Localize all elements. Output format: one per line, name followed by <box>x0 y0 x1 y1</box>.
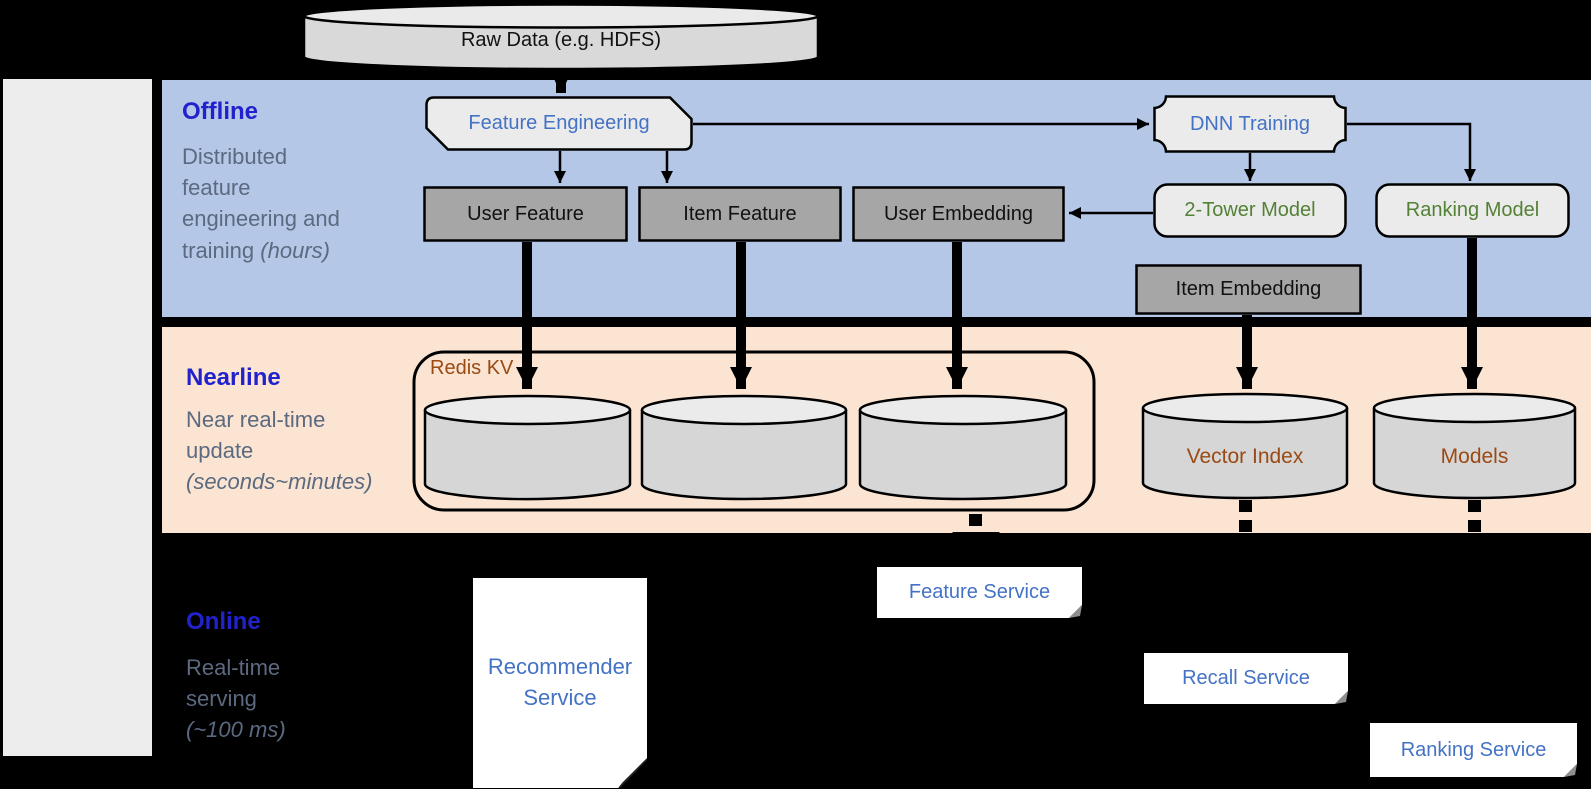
dnn-training-label: DNN Training <box>1189 112 1311 135</box>
bigdl-sidebar <box>3 79 152 756</box>
recall-service-label: Recall Service <box>1182 667 1310 689</box>
cylinder-shape <box>302 3 820 70</box>
cylinder-shape <box>640 394 848 501</box>
models-label: Models <box>1440 445 1509 468</box>
ranking-service-node: Ranking Service <box>1370 723 1577 777</box>
plaque-shape <box>1153 95 1347 153</box>
feature-engineering-node: Feature Engineering <box>425 96 693 151</box>
feature-service-node: Feature Service <box>877 567 1082 618</box>
nearline-subtitle-text: Near real-time update <box>186 407 326 464</box>
offline-subtitle-italic: (hours) <box>260 237 330 263</box>
vector-index-store: Vector Index <box>1141 392 1349 500</box>
online-subtitle-text: Real-time serving <box>186 655 281 712</box>
user-embedding-label: User Embedding <box>884 202 1033 225</box>
two-tower-model-node: 2-Tower Model <box>1153 183 1347 238</box>
feature-engineering-label: Feature Engineering <box>468 112 650 134</box>
raw-data-store: Raw Data (e.g. HDFS) <box>302 3 820 70</box>
user-feature-node: User Feature <box>423 186 628 242</box>
raw-data-label: Raw Data (e.g. HDFS) <box>460 29 662 51</box>
nearline-section-title: Nearline <box>186 364 281 391</box>
user-feature-label: User Feature <box>467 202 584 225</box>
offline-section-title: Offline <box>182 98 258 125</box>
cylinder-shape <box>423 394 632 501</box>
models-store: Models <box>1372 392 1577 500</box>
cylinder-shape <box>1141 392 1349 500</box>
cylinder-shape <box>858 394 1068 501</box>
redis-kv-container <box>412 350 1096 512</box>
rounded-box-shape <box>1153 183 1347 238</box>
item-embedding-node: Item Embedding <box>1135 264 1362 315</box>
box-shape <box>423 186 628 242</box>
cylinder-shape <box>1372 392 1577 500</box>
online-section-subtitle: Real-time serving (~100 ms) <box>186 652 312 746</box>
box-shape <box>1135 264 1362 315</box>
rounded-container-shape <box>412 350 1096 512</box>
redis-shard-cylinder-2 <box>640 394 848 501</box>
feature-service-label: Feature Service <box>908 581 1051 603</box>
redis-kv-label: Redis KV <box>430 357 514 379</box>
ranking-model-node: Ranking Model <box>1375 183 1570 238</box>
redis-shard-cylinder-1 <box>423 394 632 501</box>
folded-card-shape <box>877 567 1082 618</box>
recommender-service-label: Recommender Service <box>487 654 633 710</box>
box-shape <box>852 186 1065 242</box>
item-embedding-label: Item Embedding <box>1175 278 1322 300</box>
item-feature-label: Item Feature <box>683 202 797 225</box>
ranking-service-label: Ranking Service <box>1400 738 1547 761</box>
rounded-box-shape <box>1375 183 1570 238</box>
nearline-subtitle-italic: (seconds~minutes) <box>186 469 373 495</box>
dnn-training-node: DNN Training <box>1153 95 1347 153</box>
recommender-service-node: Recommender Service <box>473 578 647 788</box>
user-embedding-node: User Embedding <box>852 186 1065 242</box>
ranking-model-label: Ranking Model <box>1405 199 1540 221</box>
card-shape <box>425 96 693 151</box>
box-shape <box>638 186 842 242</box>
folded-card-shape <box>1144 653 1348 704</box>
recall-service-node: Recall Service <box>1144 653 1348 704</box>
offline-subtitle-text: Distributed feature engineering and trai… <box>182 144 340 263</box>
offline-section-subtitle: Distributed feature engineering and trai… <box>182 141 360 266</box>
item-feature-node: Item Feature <box>638 186 842 242</box>
nearline-section-subtitle: Near real-time update (seconds~minutes) <box>186 404 386 498</box>
document-shape <box>473 578 647 788</box>
vector-index-label: Vector Index <box>1186 445 1304 468</box>
folded-card-shape <box>1370 723 1577 777</box>
two-tower-model-label: 2-Tower Model <box>1184 199 1316 221</box>
online-section-title: Online <box>186 608 261 635</box>
online-subtitle-italic: (~100 ms) <box>186 717 286 743</box>
redis-shard-cylinder-3 <box>858 394 1068 501</box>
